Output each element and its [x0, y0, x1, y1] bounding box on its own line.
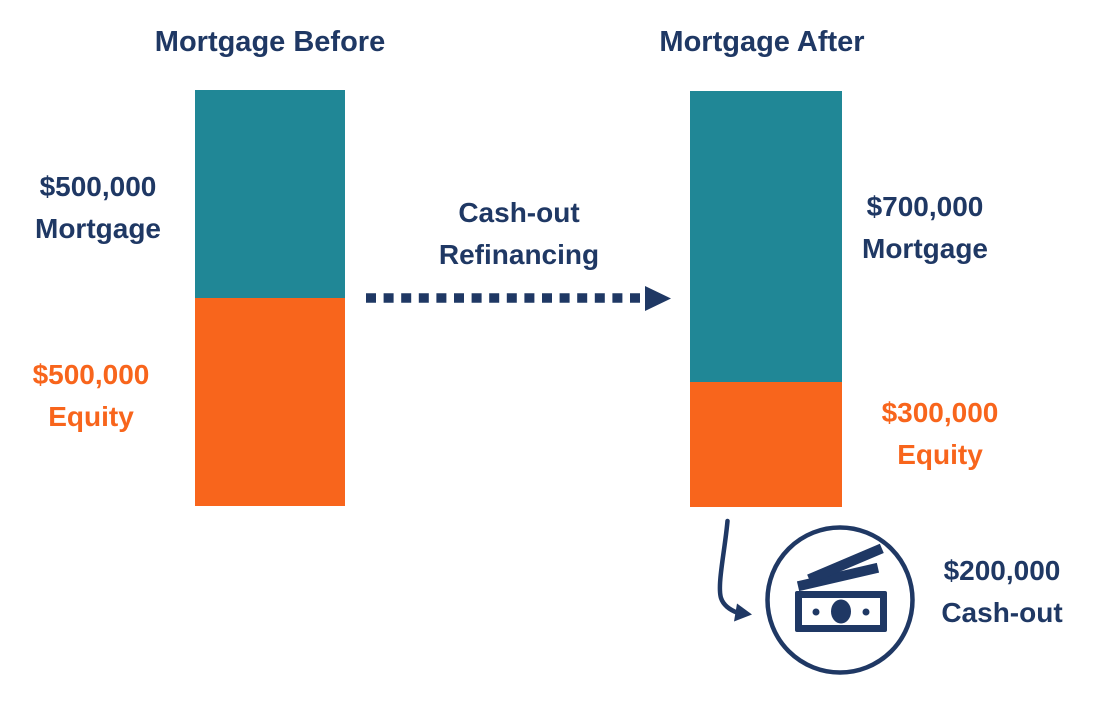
after-mortgage-label: $700,000 Mortgage	[832, 186, 1018, 270]
before-mortgage-name: Mortgage	[35, 213, 161, 244]
after-equity-segment	[690, 382, 842, 507]
before-equity-segment	[195, 298, 345, 506]
cashout-refinancing-line2: Refinancing	[438, 239, 600, 270]
after-equity-amount: $300,000	[881, 397, 999, 428]
after-mortgage-segment	[690, 91, 842, 383]
after-bar-title: Mortgage After	[659, 26, 865, 58]
before-equity-name: Equity	[48, 401, 134, 432]
dotted-right-arrow-icon	[366, 286, 671, 311]
banknote-icon	[795, 591, 887, 632]
before-bar	[195, 90, 345, 506]
before-equity-amount: $500,000	[32, 359, 150, 390]
before-mortgage-label: $500,000 Mortgage	[8, 166, 188, 250]
cashout-refinancing-label: Cash-out Refinancing	[394, 192, 644, 276]
after-mortgage-amount: $700,000	[866, 191, 984, 222]
cashout-refinancing-line1: Cash-out	[458, 197, 580, 228]
cashout-amount-label: $200,000 Cash-out	[912, 550, 1092, 634]
curved-down-arrow-icon	[717, 518, 752, 622]
after-bar	[690, 91, 842, 507]
cashout-amount: $200,000	[943, 555, 1061, 586]
after-equity-name: Equity	[897, 439, 983, 470]
cashout-name: Cash-out	[941, 597, 1063, 628]
after-mortgage-name: Mortgage	[862, 233, 988, 264]
fanned-bills-icon	[796, 543, 884, 592]
banknote-in-circle-icon	[765, 525, 915, 675]
before-equity-label: $500,000 Equity	[6, 354, 176, 438]
before-mortgage-segment	[195, 90, 345, 298]
before-mortgage-amount: $500,000	[39, 171, 157, 202]
after-equity-label: $300,000 Equity	[850, 392, 1030, 476]
before-bar-title: Mortgage Before	[154, 26, 386, 58]
